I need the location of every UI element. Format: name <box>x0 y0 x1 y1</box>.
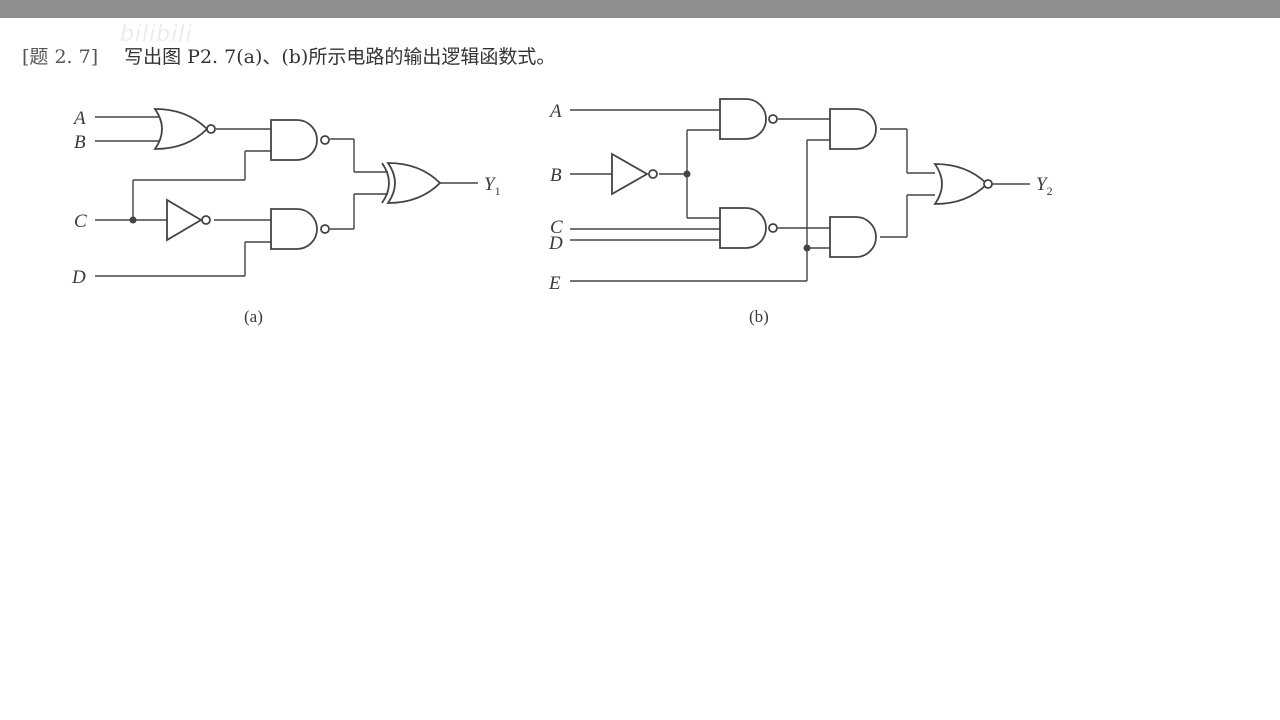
not-gate <box>166 198 211 242</box>
input-label-d: D <box>71 267 86 288</box>
nor-gate <box>934 163 993 205</box>
junction-dot <box>803 244 811 252</box>
problem-text: 写出图 P2. 7(a)、(b)所示电路的输出逻辑函数式。 <box>124 46 556 68</box>
nand-gate <box>719 207 778 249</box>
top-bar <box>0 0 1280 18</box>
nand-gate <box>270 119 330 161</box>
output-label-y1: Y1 <box>484 174 501 198</box>
not-gate <box>611 152 658 196</box>
caption-b: (b) <box>749 307 769 326</box>
input-label-b: B <box>74 132 86 153</box>
problem-number: [题 2. 7] <box>22 46 99 68</box>
nand-gate <box>270 208 330 250</box>
input-label-d: D <box>548 233 563 254</box>
caption-a: (a) <box>244 307 263 326</box>
junction-dot <box>129 216 137 224</box>
input-label-c: C <box>550 217 563 238</box>
problem-statement: [题 2. 7] 写出图 P2. 7(a)、(b)所示电路的输出逻辑函数式。 <box>22 42 555 69</box>
input-label-c: C <box>74 211 87 232</box>
circuit-a-wires <box>95 116 478 277</box>
nor-gate <box>154 108 216 150</box>
bilibili-watermark: bilibili <box>120 22 193 47</box>
input-label-a: A <box>548 101 562 122</box>
input-label-b: B <box>550 165 562 186</box>
nand-gate <box>719 98 778 140</box>
xor-gate <box>381 162 441 204</box>
and-gate <box>829 108 877 150</box>
circuit-b: A B C D E Y2 (b) <box>548 98 1053 326</box>
junction-dot <box>683 170 691 178</box>
input-label-a: A <box>72 108 86 129</box>
output-label-y2: Y2 <box>1036 174 1053 198</box>
input-label-e: E <box>548 273 561 294</box>
and-gate <box>829 216 877 258</box>
circuit-a: A B C D Y1 (a) <box>71 108 501 326</box>
